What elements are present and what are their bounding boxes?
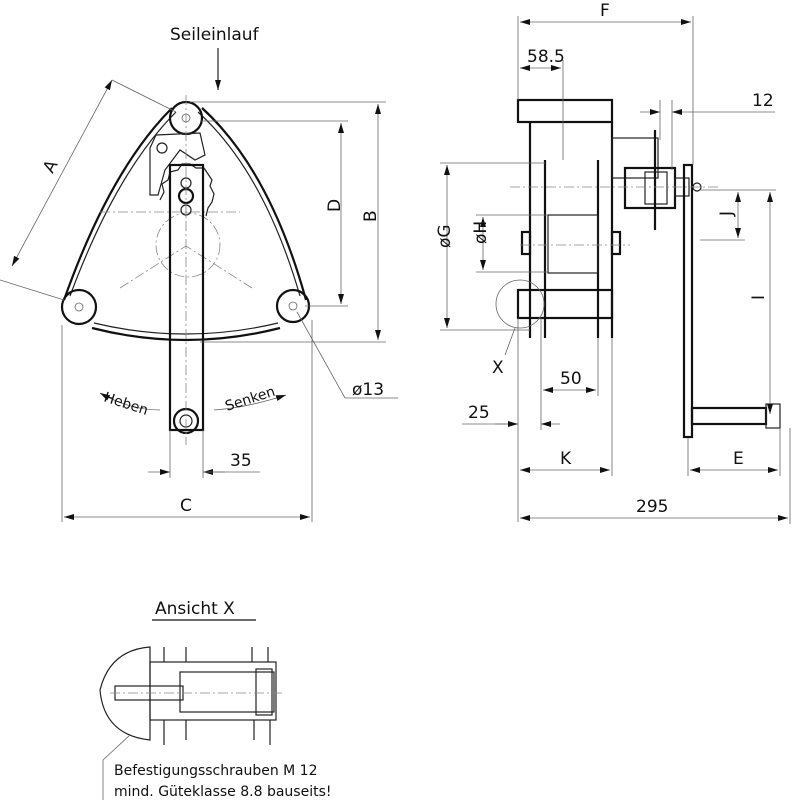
left-pulley [60,288,98,326]
crank-handle-arm [682,163,694,439]
note-line-2: mind. Güteklasse 8.8 bauseits! [114,784,332,800]
dim-b-label: B [361,210,381,222]
frame-top [516,98,614,124]
front-view: Seileinlauf Heben Senken A [0,25,398,522]
crank-arm [168,163,205,432]
detail-view-x: Ansicht X Befestigungsschrauben M 12 min… [99,599,332,800]
dim-j-label: J [717,211,737,217]
dim-f-label: F [600,1,610,21]
clamp-section [149,661,277,721]
dim-g-label: øG [435,224,455,248]
right-pulley [275,288,311,324]
ratchet-wheel [159,163,215,217]
dim-c-label: C [180,496,192,516]
dim-295-label: 295 [636,497,668,517]
lift-arrow [99,392,161,411]
dim-35-label: 35 [230,451,252,471]
dim-a-line [11,79,113,267]
dim-25-label: 25 [468,403,490,423]
drum-hidden [155,212,221,278]
drum [547,214,599,274]
note-line-1: Befestigungsschrauben M 12 [114,763,318,779]
dim-50-label: 50 [560,369,582,389]
rope-inlet-label: Seileinlauf [170,25,260,45]
dim-e-label: E [733,449,744,469]
dim-12-label: 12 [752,91,774,111]
detail-title: Ansicht X [155,599,235,619]
hole-leader [296,311,398,399]
dim-i-label: I [749,295,769,300]
dim-a-label: A [39,156,62,176]
view-x-label: X [492,358,504,378]
dim-h-label: øH [471,221,491,244]
gearbox [611,137,659,179]
view-x-leader [504,327,516,356]
housing-outline [62,107,308,342]
lower-arrow [213,394,287,411]
pawl [149,132,206,196]
support-section [99,646,151,741]
lift-label: Heben [102,390,150,419]
lower-label: Senken [223,384,277,415]
dim-k-label: K [560,449,572,469]
dim-d-label: D [325,199,345,212]
base-foot [516,288,614,320]
crank-grip [690,406,768,426]
hole-dia-label: ø13 [352,380,384,400]
side-view: F 58.5 12 øG øH J I X 50 [435,1,791,524]
dim-58-5-label: 58.5 [527,47,565,67]
